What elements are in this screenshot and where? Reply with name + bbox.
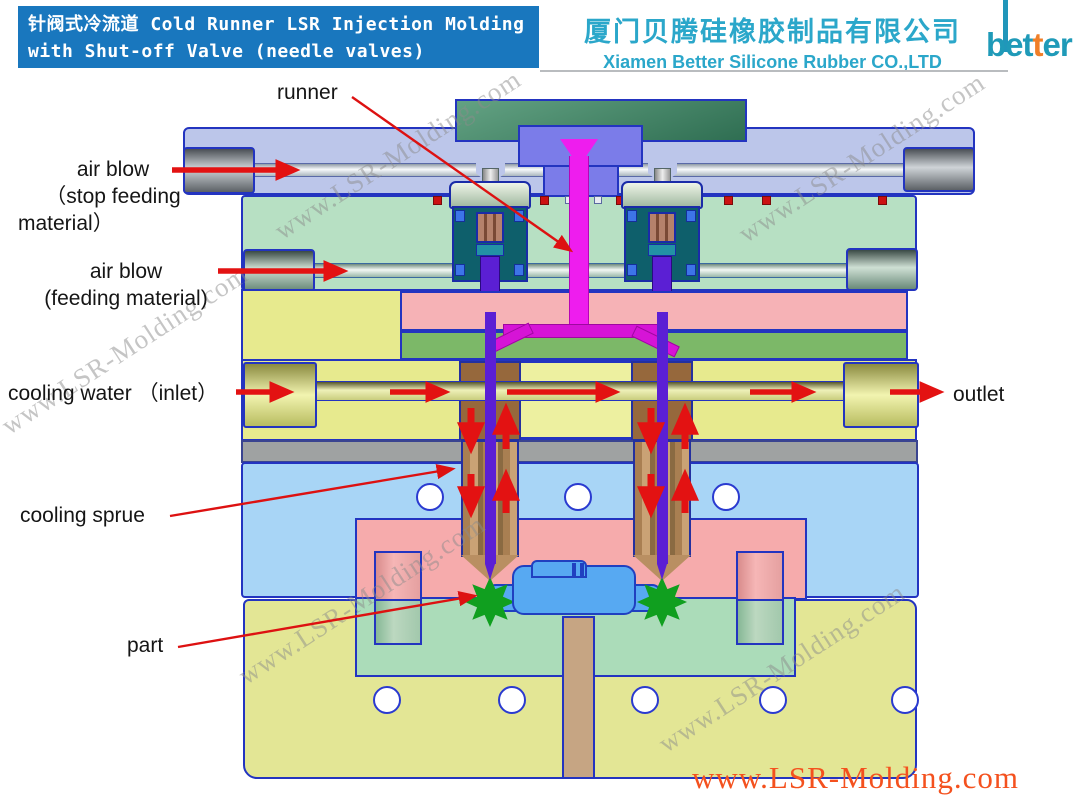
valve-seat-left [476,244,504,256]
label-line: material） [18,212,114,235]
bolt-hole [759,686,787,714]
needle-left [485,312,496,564]
cooling-fitting-outlet [843,362,919,428]
label-runner: runner [277,81,338,104]
needle-tip-left [485,564,495,580]
label-part: part [127,634,164,657]
label-air-blow-feed: air blow (feeding material) [20,258,232,312]
seal-oring [762,196,771,205]
support-pillar-right-bottom [736,599,784,645]
bolt-hole [498,686,526,714]
valve-piston-right [648,212,676,243]
cooling-plate-seam-patch [396,365,406,437]
seal-oring [724,196,733,205]
needle-right [657,312,668,564]
air-fitting-lower-right [846,248,918,291]
label-line: air blow [89,260,163,283]
valve-corner [686,210,696,222]
valve-seat-right [648,244,676,256]
air-fitting-top-right [903,147,975,192]
water-line-hole [712,483,740,511]
valve-corner [514,210,524,222]
label-cooling-water-inlet: cooling water （inlet） [8,382,219,405]
bolt-hole [373,686,401,714]
insert-notch [572,563,576,576]
better-logo: better [986,26,1073,64]
support-pillar-right-top [736,551,784,601]
valve-corner [514,264,524,276]
title-line2: with Shut-off Valve (needle valves) [28,41,425,62]
valve-piston-left [476,212,504,243]
valve-corner [686,264,696,276]
air-channel-lower [312,263,870,278]
sprue-column-tan [562,616,595,779]
company-block: 厦门贝腾硅橡胶制品有限公司 Xiamen Better Silicone Rub… [545,10,1000,73]
air-fitting-lower-left [243,249,315,292]
title-line1: 针阀式冷流道 Cold Runner LSR Injection Molding [28,14,525,35]
company-name-english: Xiamen Better Silicone Rubber CO.,LTD [603,52,942,72]
valve-corner [455,210,465,222]
label-air-blow-stop: air blow （stop feeding material） [18,156,208,237]
bolt-hole [891,686,919,714]
spacer-strip-gray [241,440,918,463]
cooling-fitting-inlet [243,362,317,428]
vent-slot [594,196,602,204]
valve-corner [627,210,637,222]
label-outlet: outlet [953,383,1005,406]
company-name-chinese: 厦门贝腾硅橡胶制品有限公司 [584,17,961,48]
valve-cap-left [449,181,531,209]
logo-part3: er [1042,26,1073,63]
logo-vertical-bar [1003,0,1008,52]
title-box: 针阀式冷流道 Cold Runner LSR Injection Molding… [18,6,539,68]
seal-oring [878,196,887,205]
runner-vertical-channel [569,156,589,332]
valve-corner [627,264,637,276]
valve-cap-right [621,181,703,209]
logo-part1: bet [986,26,1033,63]
seal-oring [433,196,442,205]
needle-tip-right [657,564,667,580]
water-line-hole [416,483,444,511]
logo-part2: t [1032,26,1044,63]
label-line: (feeding material) [44,287,208,310]
water-line-hole [564,483,592,511]
insert-notch [580,563,584,576]
label-line: air blow [76,158,150,181]
header-divider [540,70,1008,72]
label-cooling-sprue: cooling sprue [20,504,145,527]
cavity-insert-plateau [531,560,587,578]
molded-part-right [637,576,687,628]
valve-corner [455,264,465,276]
seal-oring [540,196,549,205]
cooling-channel [313,381,853,401]
bolt-hole [631,686,659,714]
watermark-footer: www.LSR-Molding.com [692,760,1019,795]
label-line: （stop feeding [45,185,181,208]
